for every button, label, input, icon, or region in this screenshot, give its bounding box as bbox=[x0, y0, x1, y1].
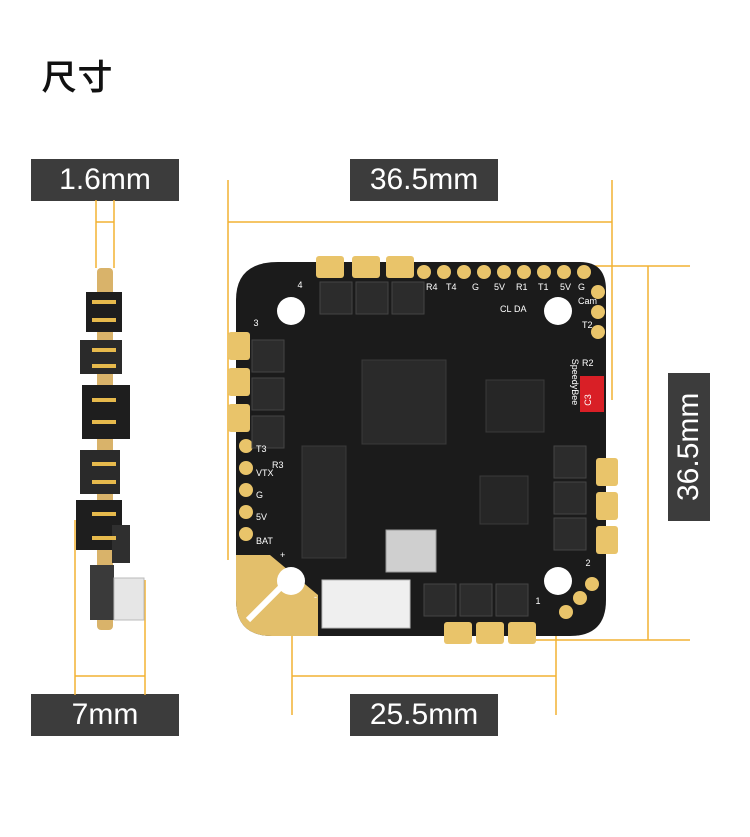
pad-5v-2: 5V bbox=[560, 282, 571, 292]
side-view bbox=[76, 268, 145, 630]
polarity-plus: + bbox=[280, 550, 285, 560]
side-width-label: 7mm bbox=[31, 694, 179, 736]
pad-da: DA bbox=[514, 304, 527, 314]
pad-cl: CL bbox=[500, 304, 512, 314]
page-title: 尺寸 bbox=[42, 58, 114, 98]
pad-r1: R1 bbox=[516, 282, 528, 292]
badge-text: C3 bbox=[583, 394, 593, 406]
pad-t2: T2 bbox=[582, 320, 593, 330]
pad-r2: R2 bbox=[582, 358, 594, 368]
pad-g: G bbox=[472, 282, 479, 292]
pad-t1: T1 bbox=[538, 282, 549, 292]
hole-label-2: 2 bbox=[585, 558, 590, 568]
top-pad-labels: R4 T4 G 5V R1 T1 5V G Cam T2 R2 DA CL bbox=[426, 282, 597, 368]
pad-cam: Cam bbox=[578, 296, 597, 306]
hole-label-4: 4 bbox=[297, 280, 302, 290]
polarity-minus: - bbox=[314, 592, 317, 602]
mount-spacing-label: 25.5mm bbox=[350, 694, 498, 736]
width-label: 36.5mm bbox=[350, 159, 498, 201]
pad-5v: 5V bbox=[494, 282, 505, 292]
pad-5v-left: 5V bbox=[256, 512, 267, 522]
brand-text: SpeedyBee bbox=[570, 359, 580, 406]
hole-label-3: 3 bbox=[253, 318, 258, 328]
board-top-view bbox=[228, 256, 618, 644]
mount-hole-labels: 1 2 3 4 bbox=[253, 280, 590, 606]
left-pad-labels: R3 T3 VTX G 5V BAT bbox=[256, 444, 284, 546]
hole-label-1: 1 bbox=[535, 596, 540, 606]
pad-r3: R3 bbox=[272, 460, 284, 470]
thickness-label: 1.6mm bbox=[31, 159, 179, 201]
pad-t3: T3 bbox=[256, 444, 267, 454]
pad-bat: BAT bbox=[256, 536, 273, 546]
pad-vtx: VTX bbox=[256, 468, 274, 478]
pad-t4: T4 bbox=[446, 282, 457, 292]
pad-g-left: G bbox=[256, 490, 263, 500]
pad-r4: R4 bbox=[426, 282, 438, 292]
pad-g-2: G bbox=[578, 282, 585, 292]
